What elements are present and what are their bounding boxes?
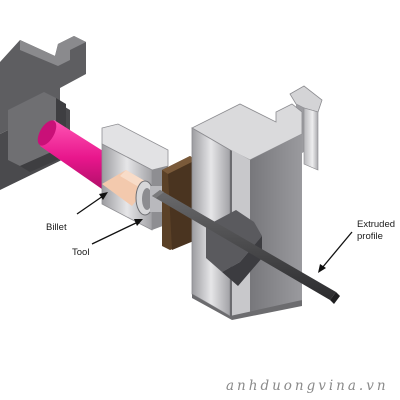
extruded-profile-label-line2: profile (357, 231, 383, 242)
platen-housing (191, 85, 323, 320)
tool-label: Tool (72, 247, 89, 258)
extruded-profile-label-line1: Extruded (357, 219, 395, 230)
billet-label: Billet (46, 222, 67, 233)
extruded-profile (152, 190, 340, 304)
watermark-text: anhduongvina.vn (226, 378, 389, 394)
leader-arrows (76, 192, 353, 273)
